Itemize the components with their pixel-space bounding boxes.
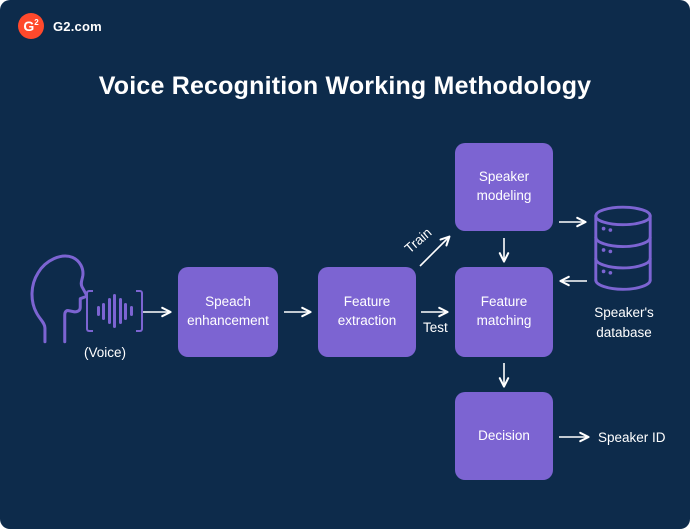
node-speech-enhancement: Speach enhancement [178,267,278,357]
face-profile-icon [30,254,88,344]
node-feature-matching: Feature matching [455,267,553,357]
logo-mark-sup: 2 [34,17,39,27]
test-edge-label: Test [423,320,448,335]
logo-mark: G [23,18,35,34]
voice-label: (Voice) [83,345,127,360]
waveform-bars [96,294,133,328]
voice-waveform-icon [86,289,143,333]
page-title: Voice Recognition Working Methodology [98,72,592,100]
node-feature-extraction: Feature extraction [318,267,416,357]
waveform-bracket-right [136,290,143,332]
node-decision: Decision [455,392,553,480]
node-speaker-modeling: Speaker modeling [455,143,553,231]
speakers-database-label: Speaker's database [594,305,654,340]
waveform-bracket-left [86,290,93,332]
speaker-id-label: Speaker ID [598,430,666,445]
brand-text: G2.com [53,18,102,34]
database-icon [594,205,652,291]
train-edge-label: Train [401,224,435,257]
